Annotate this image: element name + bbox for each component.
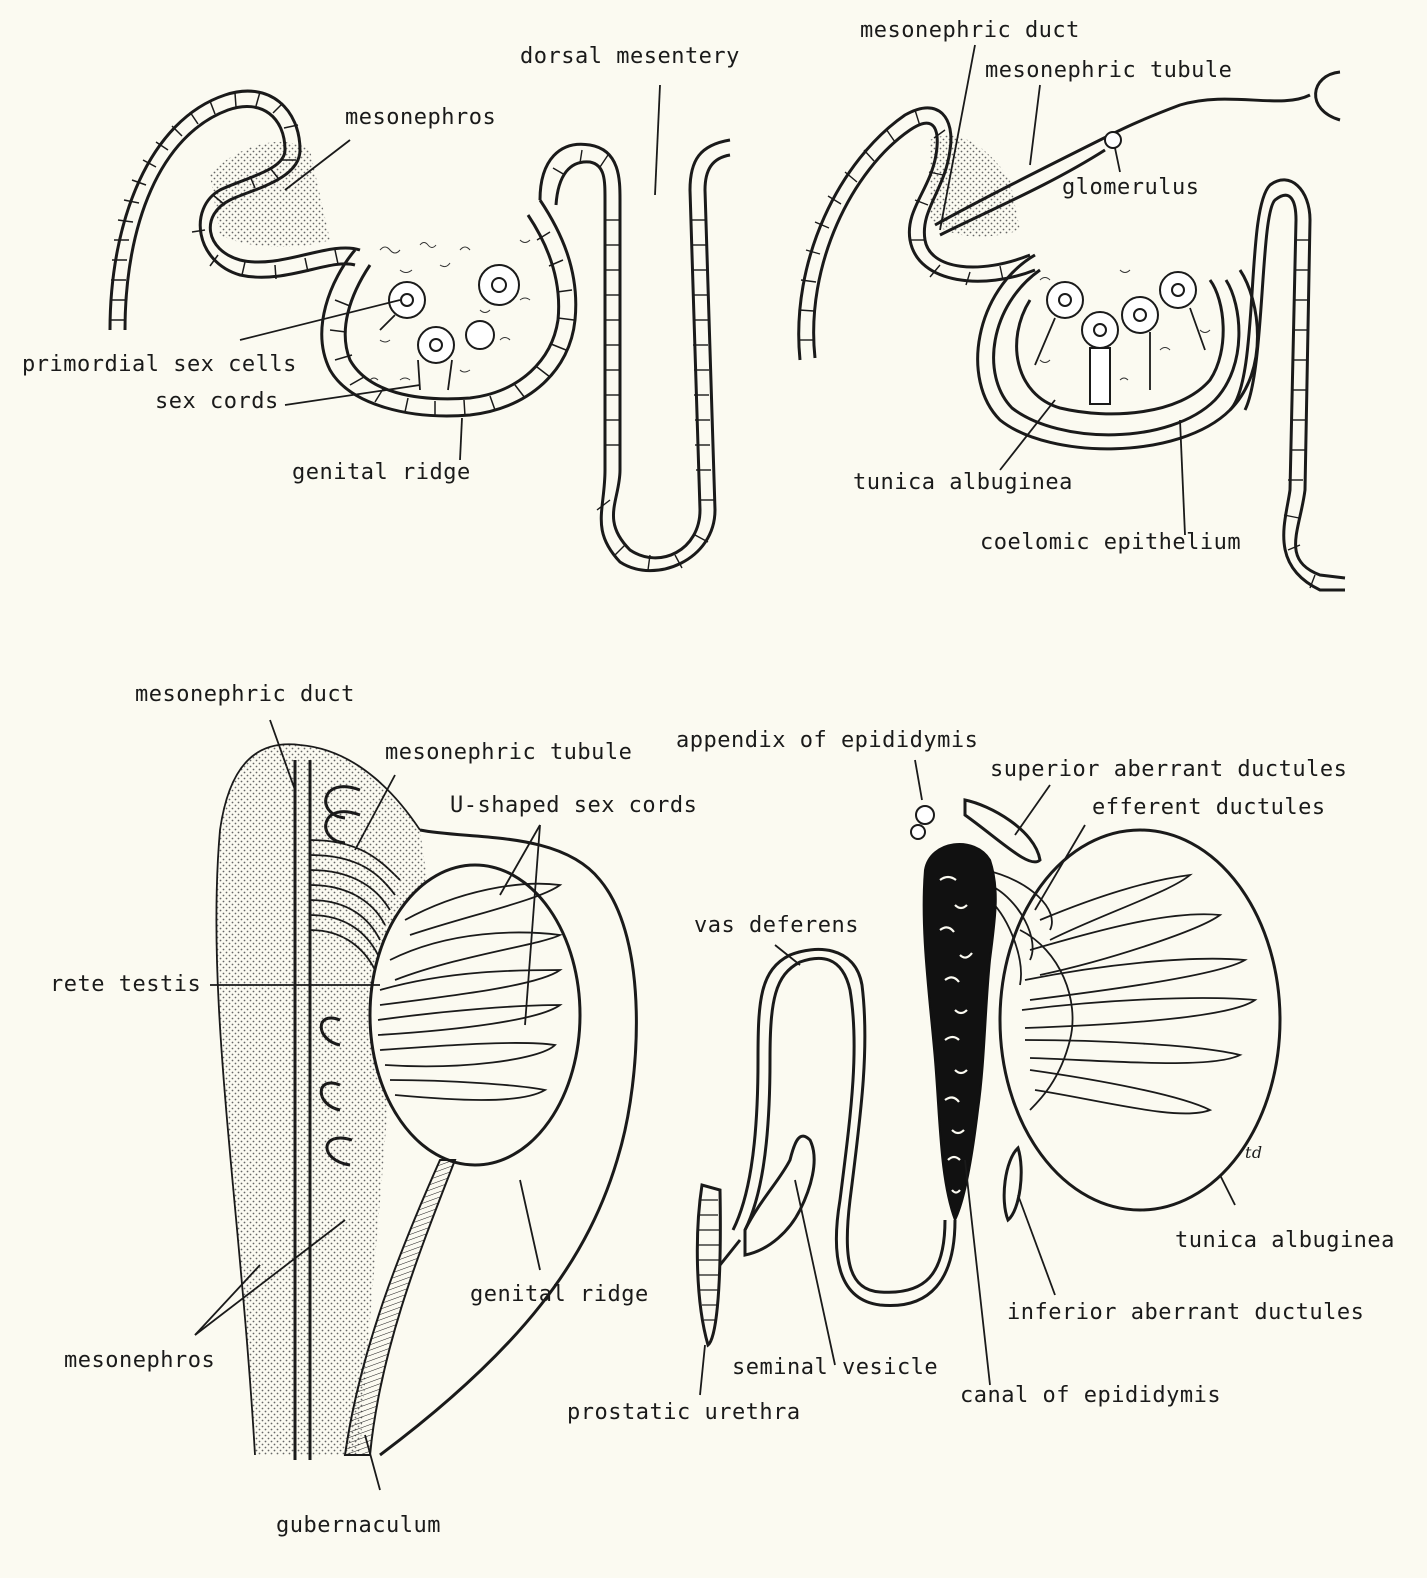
label-mesonephric-tubule-top: mesonephric tubule xyxy=(985,58,1233,83)
label-gubernaculum: gubernaculum xyxy=(276,1513,441,1538)
dorsal-mesentery-outline xyxy=(538,138,731,560)
label-u-shaped-sex-cords: U-shaped sex cords xyxy=(450,793,698,818)
label-efferent-ductules: efferent ductules xyxy=(1092,795,1326,820)
mesonephros-stipple xyxy=(210,141,330,247)
genital-ridge-outline-bottom xyxy=(379,828,638,1457)
tunica-albuginea-line xyxy=(1015,279,1225,416)
artist-signature: td xyxy=(1245,1143,1263,1162)
label-mesonephric-duct-bottom: mesonephric duct xyxy=(135,682,355,707)
label-tunica-albuginea-top: tunica albuginea xyxy=(853,470,1073,495)
label-seminal-vesicle: seminal vesicle xyxy=(732,1355,939,1380)
label-genital-ridge-bottom: genital ridge xyxy=(470,1282,649,1307)
label-glomerulus: glomerulus xyxy=(1062,175,1200,200)
label-mesonephros-top: mesonephros xyxy=(345,105,497,130)
label-prostatic-urethra: prostatic urethra xyxy=(567,1400,801,1425)
label-dorsal-mesentery: dorsal mesentery xyxy=(520,44,740,69)
panel-genital-ridge-early xyxy=(108,84,731,573)
prostatic-urethra-shape xyxy=(695,1183,722,1348)
seminal-vesicle-shape xyxy=(743,1134,816,1257)
panel-tunica-forming xyxy=(797,44,1346,592)
label-inferior-aberrant-ductules: inferior aberrant ductules xyxy=(1007,1300,1365,1325)
label-primordial-sex-cells: primordial sex cells xyxy=(22,352,297,377)
testis-body xyxy=(368,863,582,1167)
label-tunica-albuginea-bottom: tunica albuginea xyxy=(1175,1228,1395,1253)
vas-deferens-tube xyxy=(743,956,957,1308)
genital-ridge-outline xyxy=(320,199,578,418)
label-rete-testis: rete testis xyxy=(50,972,202,997)
adult-testis-body xyxy=(998,828,1282,1212)
label-genital-ridge-top: genital ridge xyxy=(292,460,471,485)
primordial-sex-cell-clusters xyxy=(379,264,520,391)
coelomic-epithelium-left xyxy=(108,89,361,331)
label-mesonephric-duct-top: mesonephric duct xyxy=(860,18,1080,43)
label-coelomic-epithelium: coelomic epithelium xyxy=(980,530,1242,555)
canal-of-epididymis-body xyxy=(922,843,997,1223)
label-vas-deferens: vas deferens xyxy=(694,913,859,938)
label-appendix-of-epididymis: appendix of epididymis xyxy=(676,728,979,753)
label-mesonephros-bottom: mesonephros xyxy=(64,1348,216,1373)
panel-adult-testis xyxy=(695,759,1282,1396)
label-sex-cords: sex cords xyxy=(155,389,279,414)
label-mesonephric-tubule-bottom: mesonephric tubule xyxy=(385,740,633,765)
panel-testis-development xyxy=(194,719,638,1491)
label-canal-of-epididymis: canal of epididymis xyxy=(960,1383,1222,1408)
sex-cord-clusters xyxy=(1034,271,1206,405)
label-superior-aberrant-ductules: superior aberrant ductules xyxy=(990,757,1348,782)
